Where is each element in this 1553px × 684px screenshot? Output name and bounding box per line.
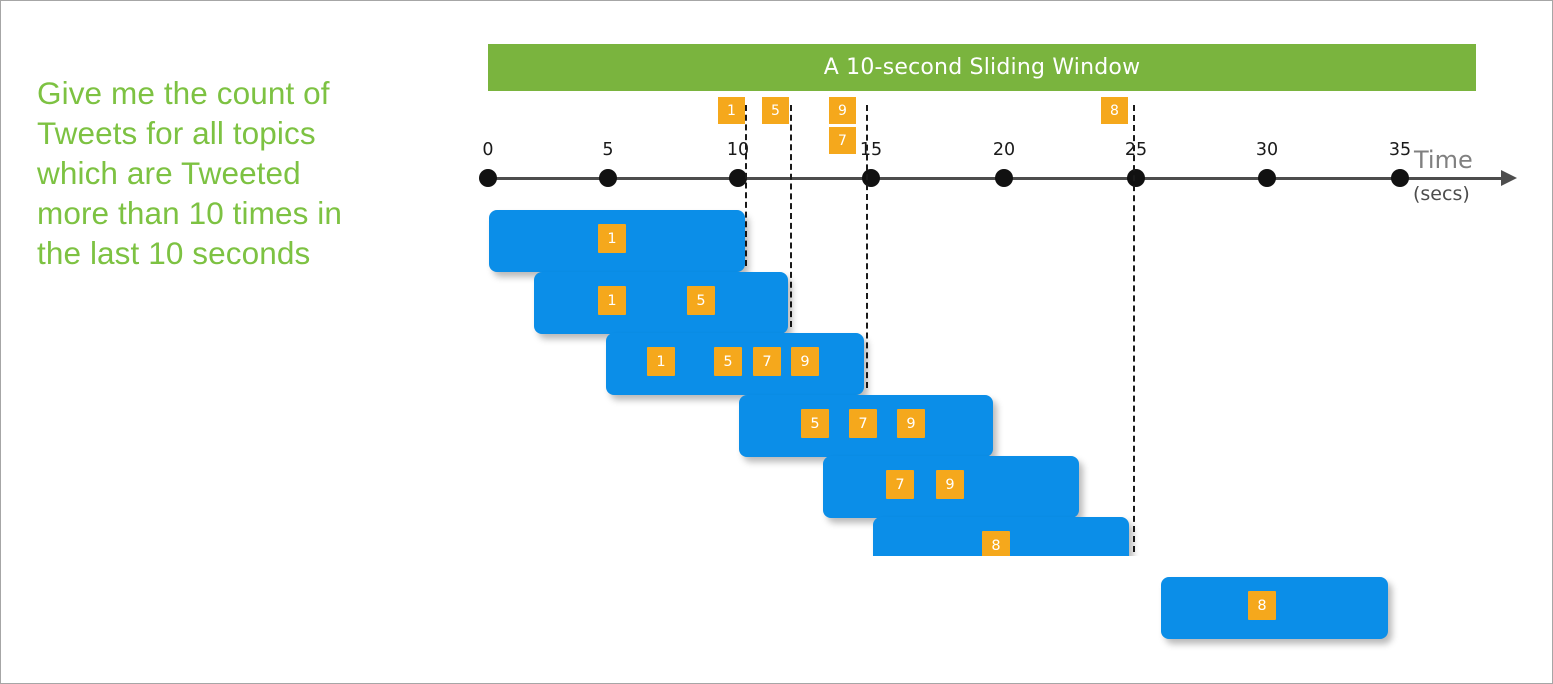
- drop-line: [745, 105, 747, 266]
- axis-tick-dot: [729, 169, 747, 187]
- tweet-count-badge: 5: [687, 286, 715, 315]
- tweet-count-badge: 8: [982, 531, 1010, 556]
- tweet-count-badge: 9: [791, 347, 819, 376]
- axis-unit-label: (secs): [1413, 183, 1470, 205]
- axis-tick-label: 25: [1124, 140, 1148, 160]
- drop-line: [790, 105, 792, 327]
- axis-event-marker: 8: [1101, 97, 1128, 124]
- tweet-count-badge: 5: [714, 347, 742, 376]
- tweet-count-badge: 7: [849, 409, 877, 438]
- axis-event-marker: 7: [829, 127, 856, 154]
- axis-tick-dot: [479, 169, 497, 187]
- window-bar: 8: [873, 517, 1129, 556]
- axis-tick-dot: [1258, 169, 1276, 187]
- axis-tick-label: 10: [726, 140, 750, 160]
- axis-event-marker: 5: [762, 97, 789, 124]
- drop-line: [866, 105, 868, 388]
- drop-line: [1133, 105, 1135, 552]
- window-bar-last: 8: [1161, 577, 1388, 639]
- axis-event-marker: 9: [829, 97, 856, 124]
- tweet-count-badge: 1: [647, 347, 675, 376]
- axis-tick-label: 35: [1388, 140, 1412, 160]
- axis-tick-dot: [995, 169, 1013, 187]
- tweet-count-badge: 9: [936, 470, 964, 499]
- window-bar: 1: [489, 210, 745, 272]
- axis-tick-label: 5: [602, 140, 614, 160]
- axis-event-marker: 1: [718, 97, 745, 124]
- axis-tick-dot: [599, 169, 617, 187]
- axis-title: Time: [1414, 146, 1473, 174]
- axis-tick-label: 20: [992, 140, 1016, 160]
- tweet-count-badge: 1: [598, 286, 626, 315]
- axis-tick-label: 15: [859, 140, 883, 160]
- tweet-count-badge: 1: [598, 224, 626, 253]
- axis-tick-dot: [1391, 169, 1409, 187]
- sliding-window-banner-label: A 10-second Sliding Window: [823, 55, 1141, 80]
- timeline-arrow-icon: [1501, 170, 1517, 186]
- tweet-count-badge: 7: [886, 470, 914, 499]
- tweet-count-badge: 9: [897, 409, 925, 438]
- axis-tick-label: 30: [1255, 140, 1279, 160]
- sliding-window-banner: A 10-second Sliding Window: [488, 44, 1476, 91]
- tweet-count-badge: 7: [753, 347, 781, 376]
- axis-tick-label: 0: [482, 140, 494, 160]
- axis-tick-dot: [862, 169, 880, 187]
- axis-tick-dot: [1127, 169, 1145, 187]
- tweet-count-badge: 5: [801, 409, 829, 438]
- tweet-count-badge: 8: [1248, 591, 1276, 620]
- question-text: Give me the count of Tweets for all topi…: [37, 75, 342, 271]
